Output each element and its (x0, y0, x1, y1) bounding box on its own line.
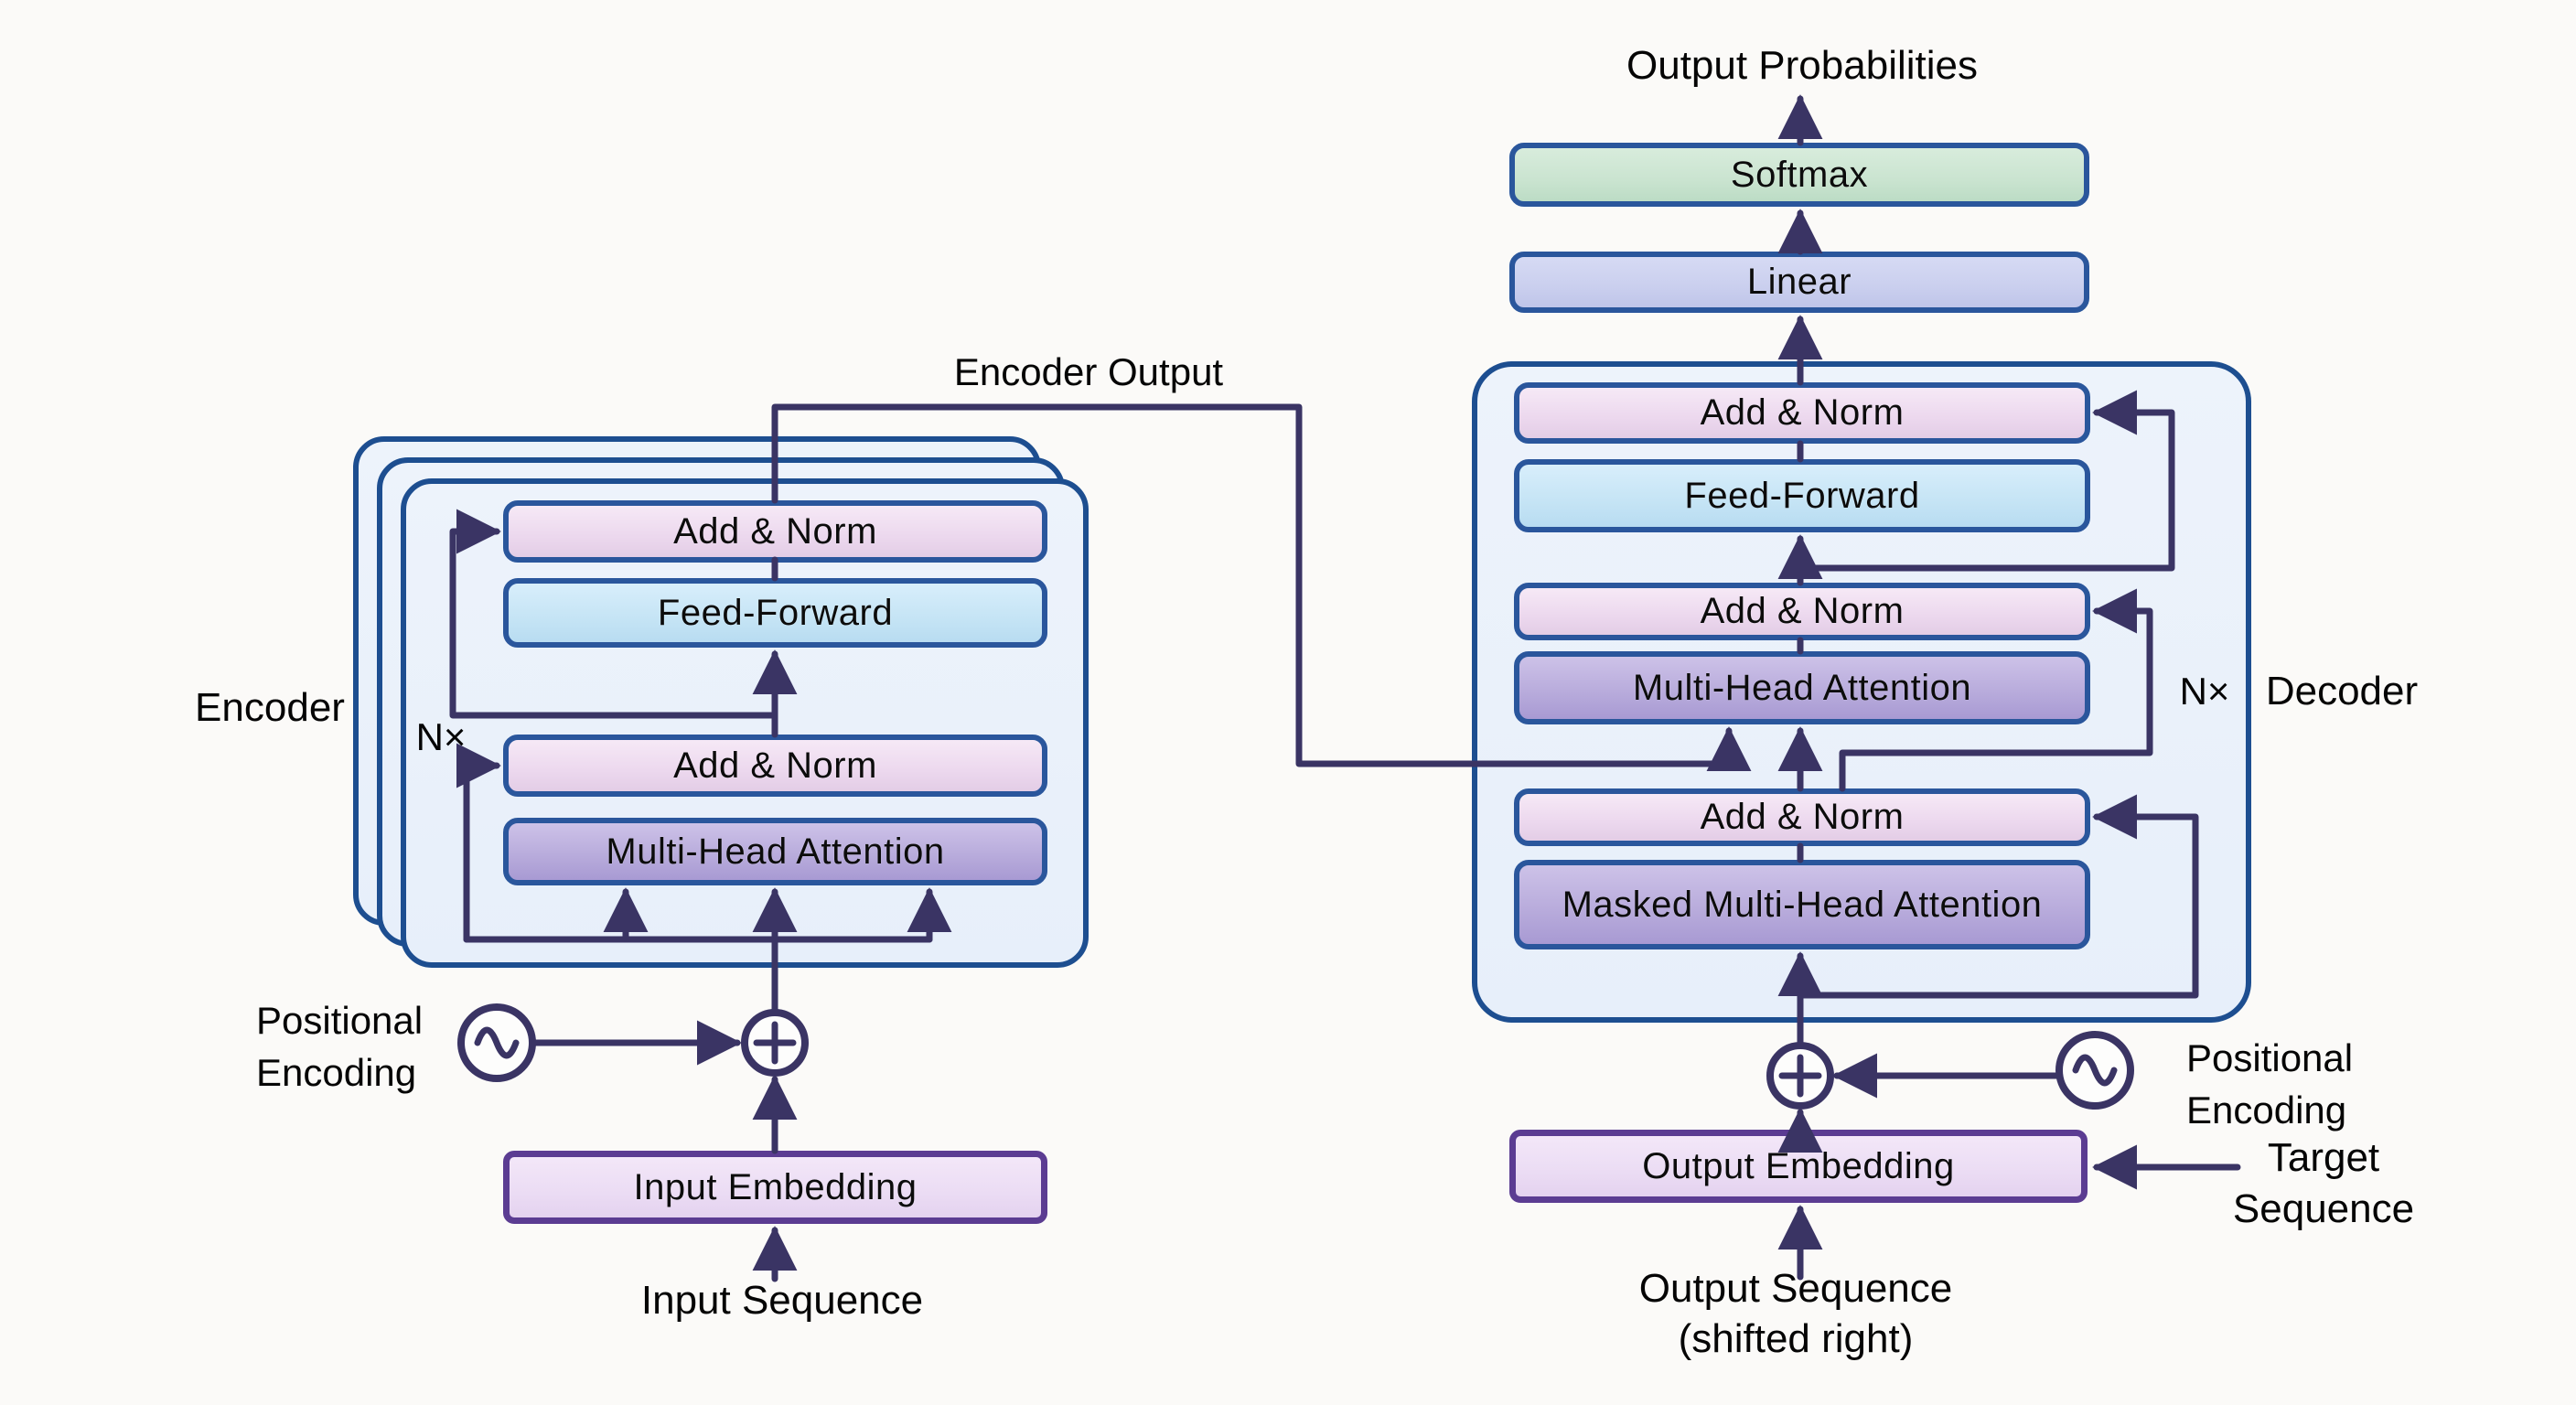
linear-box: Linear (1509, 252, 2089, 313)
input-sequence-label: Input Sequence (640, 1278, 924, 1323)
decoder-add-norm-1-box: Add & Norm (1514, 788, 2090, 846)
decoder-n-times-label: N× (2179, 670, 2230, 713)
decoder-masked-multi-head-attention-box: Masked Multi-Head Attention (1514, 860, 2090, 949)
decoder-label: Decoder (2265, 669, 2419, 713)
target-sequence-line2: Sequence (2232, 1186, 2415, 1231)
decoder-multi-head-attention-label: Multi-Head Attention (1632, 667, 1972, 708)
encoder-n-times-label: N× (415, 715, 467, 758)
decoder-feed-forward-box: Feed-Forward (1514, 459, 2090, 532)
positional-encoding-left-label: Positional Encoding (256, 994, 423, 1099)
positional-encoding-left-line1: Positional (256, 999, 424, 1042)
positional-encoding-right-line2: Encoding (2186, 1089, 2347, 1132)
add-positional-left-icon (741, 1009, 809, 1077)
encoder-add-norm-2-box: Add & Norm (503, 500, 1047, 563)
encoder-output-label: Encoder Output (953, 350, 1224, 393)
decoder-masked-multi-head-attention-label: Masked Multi-Head Attention (1562, 884, 2043, 925)
encoder-multi-head-attention-label: Multi-Head Attention (606, 831, 945, 872)
decoder-add-norm-3-box: Add & Norm (1514, 382, 2090, 444)
encoder-feed-forward-box: Feed-Forward (503, 578, 1047, 648)
decoder-add-norm-2-label: Add & Norm (1700, 591, 1905, 631)
positional-encoding-right-label: Positional Encoding (2186, 1032, 2353, 1136)
positional-encoding-left-icon (457, 1003, 536, 1082)
output-sequence-line2: (shifted right) (1678, 1316, 1914, 1361)
output-embedding-label: Output Embedding (1642, 1145, 1955, 1186)
encoder-feed-forward-label: Feed-Forward (657, 592, 894, 633)
encoder-multi-head-attention-box: Multi-Head Attention (503, 818, 1047, 885)
target-sequence-label: Target Sequence (2233, 1132, 2414, 1235)
softmax-label: Softmax (1730, 154, 1869, 195)
target-sequence-line1: Target (2267, 1135, 2380, 1180)
output-sequence-label: Output Sequence (shifted right) (1639, 1263, 1952, 1364)
linear-label: Linear (1746, 262, 1852, 302)
output-sequence-line1: Output Sequence (1638, 1266, 1953, 1311)
decoder-add-norm-3-label: Add & Norm (1700, 392, 1905, 433)
decoder-add-norm-2-box: Add & Norm (1514, 583, 2090, 640)
input-embedding-label: Input Embedding (633, 1166, 918, 1207)
positional-encoding-right-icon (2055, 1031, 2134, 1110)
decoder-multi-head-attention-box: Multi-Head Attention (1514, 651, 2090, 724)
softmax-box: Softmax (1509, 143, 2089, 207)
encoder-add-norm-2-label: Add & Norm (673, 510, 877, 552)
output-embedding-box: Output Embedding (1509, 1130, 2088, 1203)
output-probabilities-label: Output Probabilities (1626, 43, 1978, 88)
encoder-add-norm-1-box: Add & Norm (503, 735, 1047, 797)
positional-encoding-left-line2: Encoding (256, 1051, 417, 1094)
decoder-add-norm-1-label: Add & Norm (1700, 797, 1905, 837)
encoder-add-norm-1-label: Add & Norm (673, 745, 877, 786)
encoder-label: Encoder (195, 685, 345, 730)
decoder-feed-forward-label: Feed-Forward (1684, 475, 1920, 516)
positional-encoding-right-line1: Positional (2186, 1036, 2354, 1079)
add-positional-right-icon (1766, 1042, 1834, 1110)
input-embedding-box: Input Embedding (503, 1151, 1047, 1224)
